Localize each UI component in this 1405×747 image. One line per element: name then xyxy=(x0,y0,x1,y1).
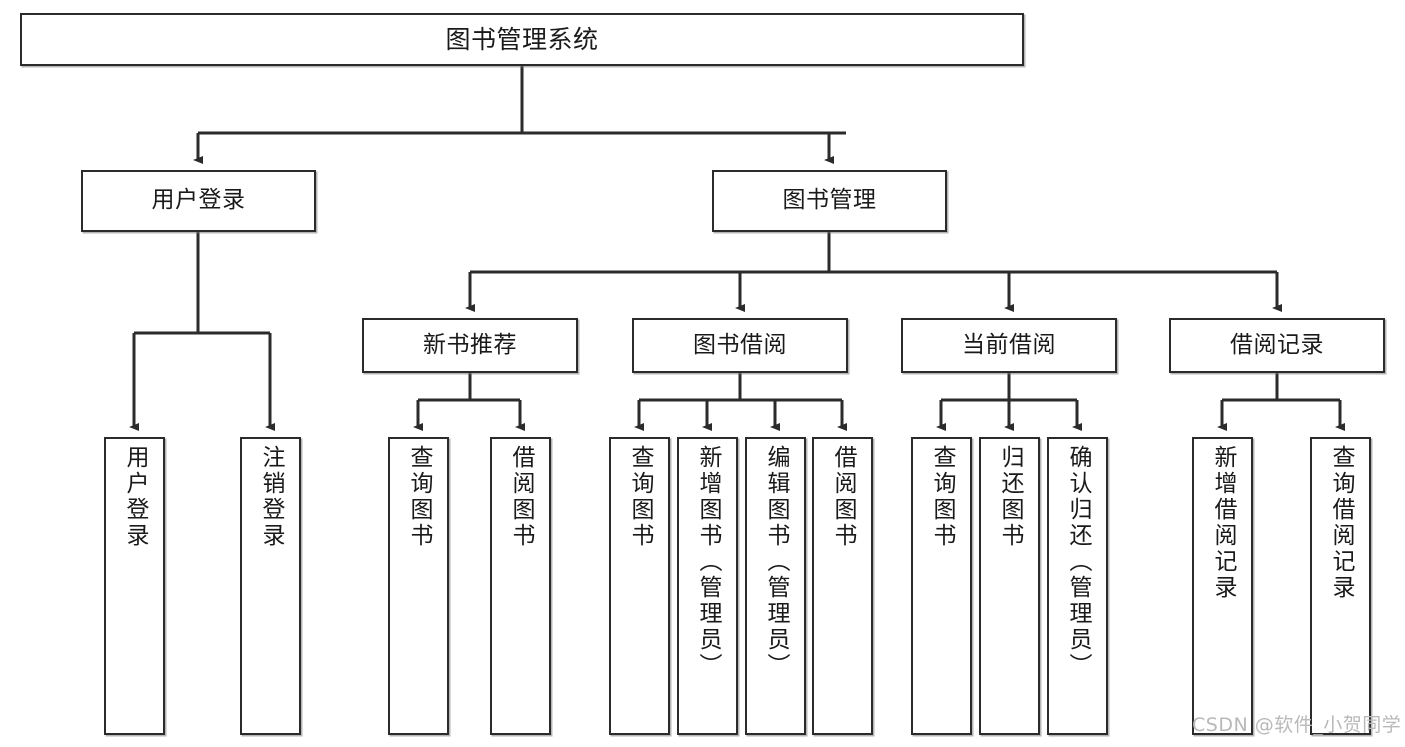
node-leaf-borrow-book-b-label: 借阅图书 xyxy=(830,445,856,549)
node-leaf-edit-book-admin-label: 编辑图书（管理员） xyxy=(763,445,789,679)
node-leaf-edit-book-admin[interactable]: 编辑图书（管理员） xyxy=(745,437,806,735)
node-leaf-query-book-c[interactable]: 查询图书 xyxy=(911,437,972,735)
node-borrow-record-label: 借阅记录 xyxy=(1230,331,1324,358)
node-leaf-logout[interactable]: 注销登录 xyxy=(240,437,301,735)
node-book-borrow-label: 图书借阅 xyxy=(693,331,787,358)
node-current-borrow-label: 当前借阅 xyxy=(962,331,1056,358)
node-new-book-rec[interactable]: 新书推荐 xyxy=(362,318,578,373)
node-user-login[interactable]: 用户登录 xyxy=(81,170,316,232)
node-leaf-user-login[interactable]: 用户登录 xyxy=(104,437,165,735)
node-leaf-query-book-a-label: 查询图书 xyxy=(406,445,432,549)
node-leaf-return-book[interactable]: 归还图书 xyxy=(979,437,1040,735)
node-root-label: 图书管理系统 xyxy=(445,24,599,54)
node-current-borrow[interactable]: 当前借阅 xyxy=(901,318,1117,373)
node-leaf-query-borrow-record[interactable]: 查询借阅记录 xyxy=(1310,437,1371,735)
node-new-book-rec-label: 新书推荐 xyxy=(423,331,517,358)
node-leaf-confirm-return-admin[interactable]: 确认归还（管理员） xyxy=(1047,437,1108,735)
node-leaf-logout-label: 注销登录 xyxy=(258,445,284,549)
node-leaf-add-borrow-record-label: 新增借阅记录 xyxy=(1210,445,1236,601)
node-leaf-borrow-book-a[interactable]: 借阅图书 xyxy=(490,437,551,735)
node-book-manage-label: 图书管理 xyxy=(782,187,877,214)
node-root[interactable]: 图书管理系统 xyxy=(20,13,1024,66)
node-book-manage[interactable]: 图书管理 xyxy=(712,170,947,232)
node-leaf-query-book-a[interactable]: 查询图书 xyxy=(388,437,449,735)
node-leaf-borrow-book-b[interactable]: 借阅图书 xyxy=(812,437,873,735)
node-leaf-add-book-admin[interactable]: 新增图书（管理员） xyxy=(677,437,738,735)
node-leaf-add-borrow-record[interactable]: 新增借阅记录 xyxy=(1192,437,1253,735)
node-leaf-query-book-c-label: 查询图书 xyxy=(929,445,955,549)
node-leaf-query-borrow-record-label: 查询借阅记录 xyxy=(1328,445,1354,601)
node-user-login-label: 用户登录 xyxy=(151,187,246,214)
node-leaf-query-book-b-label: 查询图书 xyxy=(627,445,653,549)
node-book-borrow[interactable]: 图书借阅 xyxy=(632,318,848,373)
node-borrow-record[interactable]: 借阅记录 xyxy=(1169,318,1385,373)
node-leaf-return-book-label: 归还图书 xyxy=(997,445,1023,549)
node-leaf-query-book-b[interactable]: 查询图书 xyxy=(609,437,670,735)
node-leaf-add-book-admin-label: 新增图书（管理员） xyxy=(695,445,721,679)
node-leaf-user-login-label: 用户登录 xyxy=(122,445,148,549)
node-leaf-confirm-return-admin-label: 确认归还（管理员） xyxy=(1065,445,1091,679)
node-leaf-borrow-book-a-label: 借阅图书 xyxy=(508,445,534,549)
